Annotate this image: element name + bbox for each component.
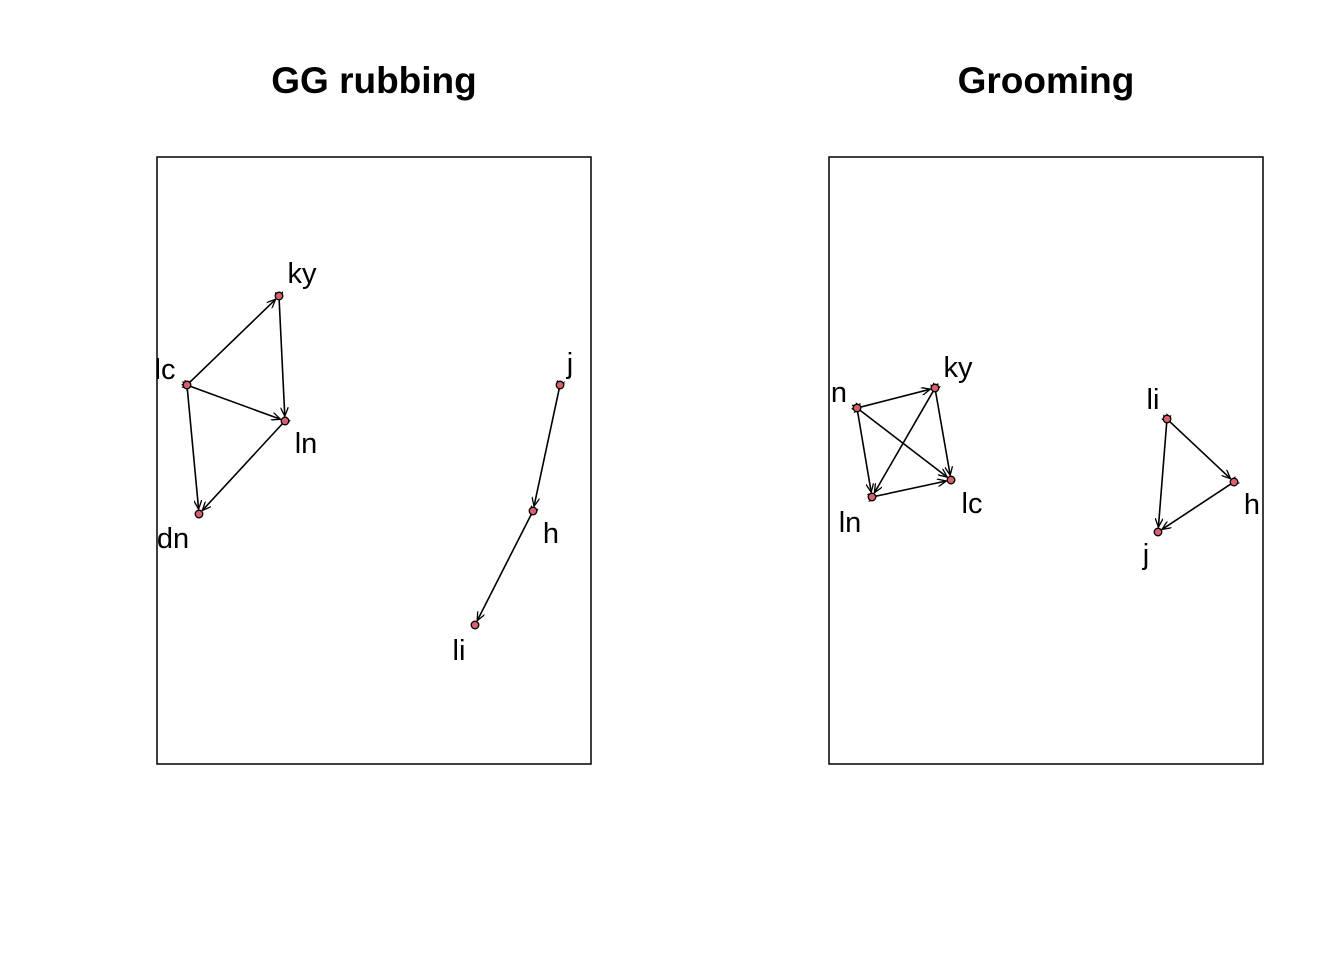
node-li <box>470 620 480 630</box>
panel-grooming: Grooming n ky ln lc li h j <box>828 60 1264 765</box>
node-label-ln: ln <box>295 428 318 460</box>
edge-ky-lc <box>936 393 950 476</box>
edge-ky-ln <box>279 301 285 416</box>
edge-layer <box>187 299 559 620</box>
node-layer: ky lc ln dn j h li <box>155 258 574 667</box>
node-label-dn: dn <box>157 523 189 555</box>
edge-lc-ln <box>192 387 281 420</box>
node-ln <box>867 492 877 502</box>
node-label-j: j <box>1142 539 1149 571</box>
node-label-li: li <box>1147 384 1160 416</box>
node-label-lc: lc <box>155 354 176 386</box>
edge-n-lc <box>861 411 947 477</box>
edge-li-j <box>1158 424 1166 527</box>
node-n <box>852 403 862 413</box>
edge-n-ln <box>858 413 871 493</box>
edge-lc-ky <box>190 299 275 381</box>
node-j <box>555 380 565 390</box>
node-lc <box>946 475 956 485</box>
node-label-ky: ky <box>944 352 974 384</box>
node-label-h: h <box>543 518 559 550</box>
node-h <box>528 506 538 516</box>
node-ky <box>274 291 284 301</box>
node-label-li: li <box>453 635 466 667</box>
node-label-j: j <box>566 348 573 380</box>
edge-j-h <box>534 390 559 507</box>
panel-title: GG rubbing <box>271 60 477 101</box>
node-ky <box>930 383 940 393</box>
node-layer: n ky ln lc li h j <box>831 352 1260 571</box>
edge-ky-ln <box>874 392 932 493</box>
edge-li-h <box>1171 422 1231 478</box>
node-ln <box>280 416 290 426</box>
edge-ln-dn <box>202 425 281 511</box>
edge-lc-dn <box>187 390 198 509</box>
edge-n-ky <box>862 389 931 407</box>
plot-frame <box>828 156 1264 765</box>
edge-h-li <box>477 515 531 620</box>
node-j <box>1153 527 1163 537</box>
edge-ln-lc <box>877 481 947 496</box>
edge-layer <box>858 389 1231 529</box>
node-label-n: n <box>831 377 847 409</box>
node-lc <box>182 380 192 390</box>
edge-h-j <box>1162 485 1230 530</box>
plot-frame <box>156 156 592 765</box>
panel-title: Grooming <box>958 60 1135 101</box>
node-li <box>1162 414 1172 424</box>
node-label-h: h <box>1244 489 1260 521</box>
node-dn <box>194 509 204 519</box>
node-label-ky: ky <box>288 258 318 290</box>
panel-gg-rubbing: GG rubbing ky lc ln dn j h li <box>155 60 592 765</box>
node-label-ln: ln <box>839 507 862 539</box>
node-label-lc: lc <box>962 488 983 520</box>
node-h <box>1229 477 1239 487</box>
